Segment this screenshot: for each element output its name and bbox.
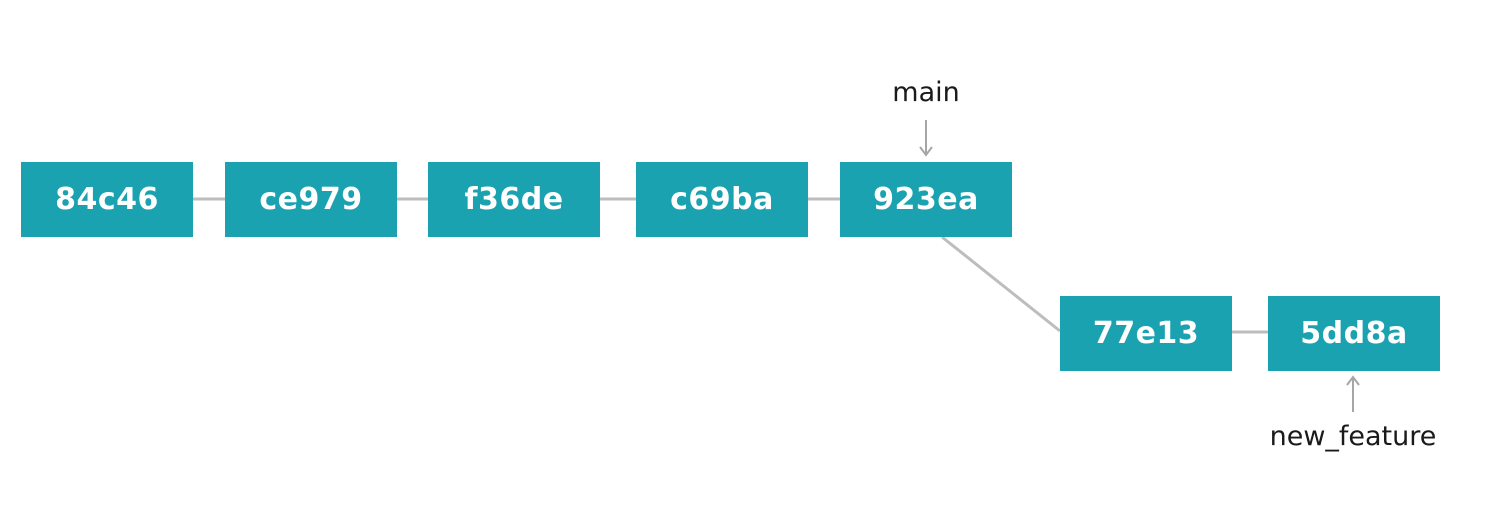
commit-box: 5dd8a bbox=[1268, 296, 1440, 371]
arrow-down-icon bbox=[919, 120, 933, 157]
connector-923ea-77e13 bbox=[941, 235, 1061, 333]
commit-hash: 5dd8a bbox=[1300, 316, 1408, 351]
arrow-up-icon bbox=[1346, 375, 1360, 412]
commit-hash: 84c46 bbox=[55, 182, 159, 217]
commit-hash: c69ba bbox=[670, 182, 774, 217]
commit-box: 84c46 bbox=[21, 162, 193, 237]
new-feature-branch-label: new_feature bbox=[1269, 421, 1437, 452]
main-branch-label: main bbox=[892, 77, 960, 108]
commit-hash: 77e13 bbox=[1092, 316, 1200, 351]
commit-box: 77e13 bbox=[1060, 296, 1232, 371]
commit-box: f36de bbox=[428, 162, 600, 237]
commit-box: 923ea bbox=[840, 162, 1012, 237]
commit-box: ce979 bbox=[225, 162, 397, 237]
commit-hash: f36de bbox=[464, 182, 564, 217]
commit-hash: ce979 bbox=[259, 182, 363, 217]
commit-hash: 923ea bbox=[873, 182, 979, 217]
commit-box: c69ba bbox=[636, 162, 808, 237]
